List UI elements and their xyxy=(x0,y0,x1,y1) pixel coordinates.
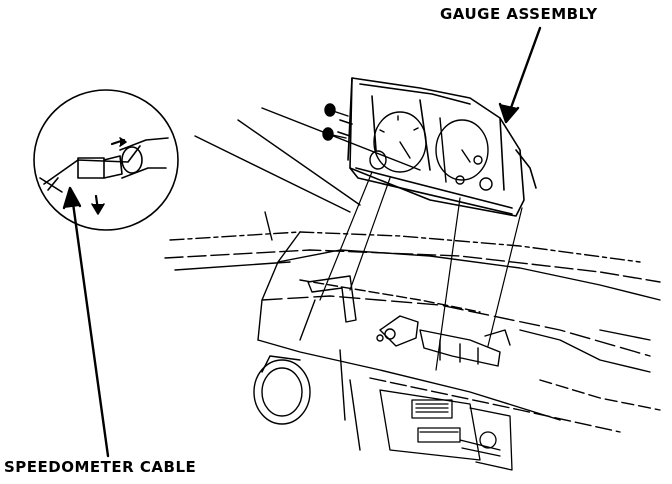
gauge-faces xyxy=(369,111,493,191)
gauge-assembly-housing xyxy=(337,77,537,217)
gauge-leader-line xyxy=(498,26,542,124)
dashboard-outline xyxy=(164,107,661,451)
mounting-bracket xyxy=(299,275,511,367)
left-vent xyxy=(253,355,311,425)
alignment-guides xyxy=(319,171,523,371)
mounting-screw-icons xyxy=(322,103,349,141)
center-console xyxy=(379,389,513,471)
speedometer-cable-label: SPEEDOMETER CABLE xyxy=(4,458,197,476)
inset-detail-circle xyxy=(33,89,179,231)
gauge-assembly-label: GAUGE ASSEMBLY xyxy=(440,5,598,23)
speedometer-leader-line xyxy=(62,186,110,458)
